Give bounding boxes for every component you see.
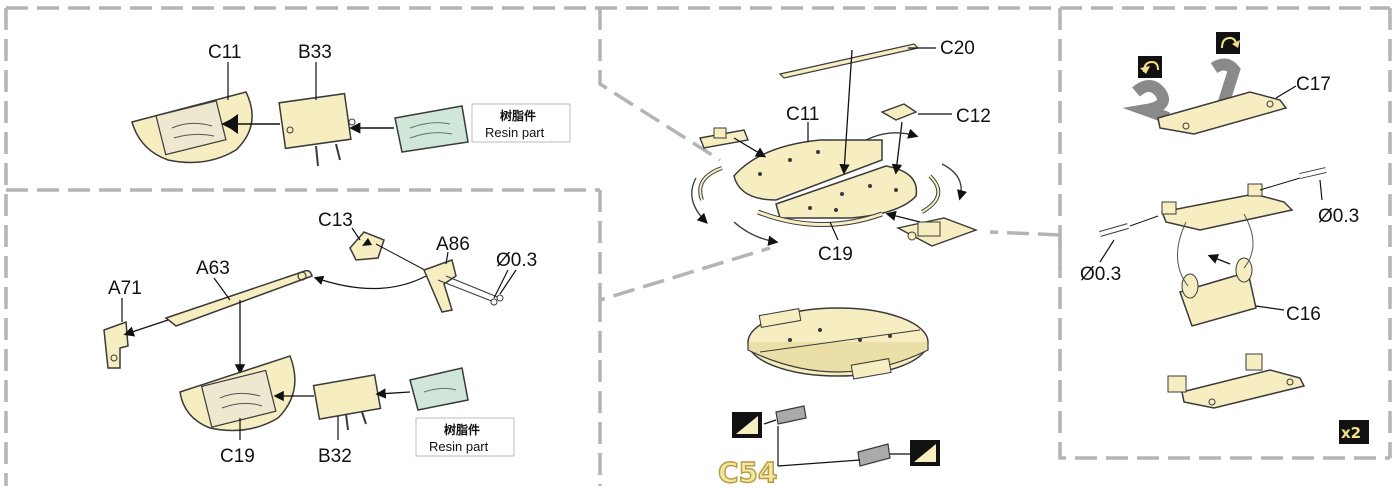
window-recess [155, 100, 227, 156]
label-a63: A63 [196, 258, 230, 279]
hinge-part-upper [1160, 183, 1294, 231]
label-wire-left: Ø0.3 [1080, 264, 1121, 285]
frame-part-b33 [278, 92, 356, 167]
bottom-left-panel: C13 A86 A63 A71 Ø0.3 C19 B32 树脂件 Resin p… [103, 210, 537, 467]
assembled-hinge [1167, 353, 1306, 409]
lever-part-a86 [422, 259, 457, 313]
resin-label-en-bottom: Resin part [429, 439, 489, 454]
strip-part-c20 [778, 43, 920, 79]
label-c11-center: C11 [786, 104, 819, 125]
flip-icon [1138, 32, 1240, 78]
label-c19-center: C19 [818, 244, 853, 265]
label-wire-right: Ø0.3 [1318, 206, 1359, 227]
frame-part-b32 [312, 374, 382, 431]
plate-part-c12 [880, 103, 918, 121]
label-a86: A86 [436, 234, 470, 255]
resin-label-cn-bottom: 树脂件 [444, 422, 480, 437]
resin-label-cn-top: 树脂件 [500, 108, 536, 123]
label-c16: C16 [1286, 304, 1321, 325]
hinge-part-left [699, 127, 749, 149]
bracket-part-c16 [1179, 257, 1257, 327]
label-wire-bl: Ø0.3 [496, 250, 537, 271]
resin-window-part [394, 105, 469, 153]
bracket-part-a71 [103, 320, 129, 369]
center-panel: C20 C11 C12 C19 C54 [691, 38, 991, 490]
bracket-part-c17 [1157, 91, 1288, 135]
multiplier-badge-icon: x2 [1339, 420, 1369, 444]
label-c20: C20 [940, 38, 975, 59]
wire-icon [437, 275, 504, 306]
top-left-panel: C11 B33 树脂件 Resin part [131, 42, 571, 167]
photo-etch-icon [732, 412, 940, 466]
right-panel: x2 C17 Ø0.3 Ø0.3 C16 [1080, 32, 1369, 444]
label-b33: B33 [298, 42, 332, 63]
bracket-part-c54 [775, 405, 891, 467]
hinge-part-right [895, 217, 979, 247]
bar-part-a63 [164, 269, 313, 327]
wire-icon [1099, 167, 1327, 237]
label-c13: C13 [318, 210, 353, 231]
label-c19-bl: C19 [220, 446, 255, 467]
rotate-arrow-icon [691, 128, 968, 246]
resin-label-en-top: Resin part [485, 125, 545, 140]
label-b32: B32 [318, 446, 352, 467]
label-c11-top: C11 [208, 42, 241, 63]
panel-borders [4, 6, 1392, 486]
label-c17: C17 [1296, 74, 1331, 95]
plate-part-c13 [349, 231, 385, 261]
assembled-deck [747, 307, 929, 380]
label-c12: C12 [956, 106, 991, 127]
label-a71: A71 [108, 278, 142, 299]
label-c54: C54 [718, 456, 778, 489]
multiplier-label: x2 [1341, 424, 1361, 442]
